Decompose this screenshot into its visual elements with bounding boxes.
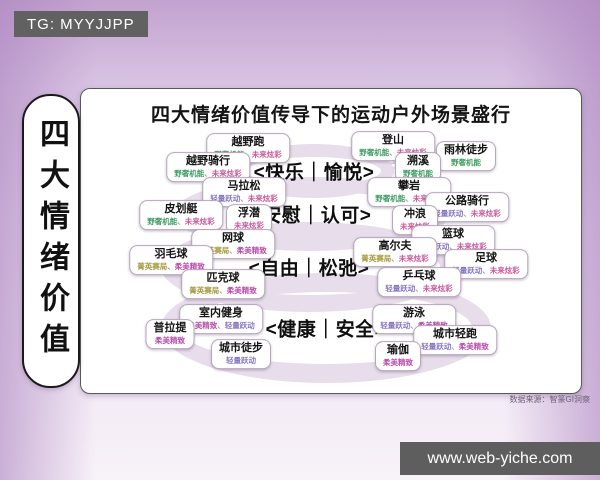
sport-node: 乒乓球轻量跃动、未来炫彩 (377, 267, 461, 297)
sport-name: 越野跑 (231, 136, 265, 149)
sport-name: 越野骑行 (186, 155, 230, 168)
ring-label: <自由｜松弛> (248, 258, 370, 280)
sport-tags: 轻量跃动、柔美精致 (421, 341, 489, 351)
telegram-badge-text: TG: MYYJJPP (27, 15, 135, 33)
vertical-title-pill: 四大情绪价值 (22, 94, 80, 388)
sport-tags: 野奢机能 (451, 157, 481, 167)
sport-name: 公路骑行 (445, 195, 489, 208)
sport-tags: 轻量跃动 (226, 355, 256, 365)
vertical-title-text: 四大情绪价值 (35, 118, 68, 364)
data-source-note: 数据来源：智篆GI洞察 (509, 395, 590, 404)
sport-tags: 菁英赛局、柔美精致 (189, 285, 257, 295)
telegram-badge: TG: MYYJJPP (14, 11, 148, 37)
sport-name: 游泳 (403, 307, 425, 320)
sport-tags: 菁英赛局、未来炫彩 (361, 253, 429, 263)
sport-tags: 柔美精致 (383, 357, 413, 367)
website-url-text: www.web-yiche.com (427, 449, 573, 467)
sport-node: 溯溪野奢机能 (395, 152, 441, 182)
sport-name: 高尔夫 (378, 240, 412, 253)
sport-name: 城市轻跑 (433, 328, 477, 341)
sport-name: 网球 (222, 232, 244, 245)
sport-name: 冲浪 (404, 208, 426, 221)
sport-node: 匹克球菁英赛局、柔美精致 (181, 269, 265, 299)
sport-name: 雨林徒步 (444, 144, 488, 157)
sport-name: 浮潜 (238, 207, 260, 220)
sport-tags: 菁英赛局、柔美精致 (199, 245, 267, 255)
sport-node: 雨林徒步野奢机能 (436, 141, 496, 171)
sport-name: 普拉提 (153, 322, 187, 335)
sport-tags: 柔美精致、轻量跃动 (187, 320, 255, 330)
sport-name: 城市徒步 (219, 342, 263, 355)
sport-tags: 菁英赛局、柔美精致 (137, 261, 205, 271)
sport-node: 皮划艇野奢机能、未来炫彩 (139, 200, 223, 230)
sport-name: 瑜伽 (387, 344, 409, 357)
sport-name: 足球 (475, 252, 497, 265)
sport-name: 篮球 (442, 228, 464, 241)
sport-tags: 未来炫彩 (234, 220, 264, 230)
sport-name: 溯溪 (407, 155, 429, 168)
sport-name: 室内健身 (199, 307, 243, 320)
sport-tags: 轻量跃动、未来炫彩 (385, 283, 453, 293)
sport-tags: 轻量跃动、未来炫彩 (433, 208, 501, 218)
sport-name: 皮划艇 (164, 203, 198, 216)
sport-node: 浮潜未来炫彩 (226, 204, 272, 234)
sport-name: 攀岩 (398, 180, 420, 193)
sport-node: 高尔夫菁英赛局、未来炫彩 (353, 237, 437, 267)
sport-tags: 轻量跃动、未来炫彩 (452, 265, 520, 275)
sport-tags: 野奢机能、未来炫彩 (174, 168, 242, 178)
sport-tags: 柔美精致 (155, 335, 185, 345)
sport-node: 马拉松轻量跃动、未来炫彩 (202, 177, 286, 207)
sport-name: 马拉松 (227, 180, 261, 193)
sport-tags: 野奢机能、未来炫彩 (147, 216, 215, 226)
sport-node: 公路骑行轻量跃动、未来炫彩 (425, 192, 509, 222)
sport-tags: 野奢机能 (403, 168, 433, 178)
sport-name: 羽毛球 (154, 248, 188, 261)
sport-node: 瑜伽柔美精致 (375, 341, 421, 371)
sport-name: 乒乓球 (402, 270, 436, 283)
ring-label: <安慰｜认可> (250, 205, 372, 227)
sport-node: 城市轻跑轻量跃动、柔美精致 (413, 325, 497, 355)
diagram-panel: 四大情绪价值传导下的运动户外场景盛行 <快乐｜愉悦> <安慰｜认可> <自由｜松弛>… (80, 88, 582, 394)
sport-node: 普拉提柔美精致 (145, 319, 195, 349)
sport-name: 登山 (382, 134, 404, 147)
ring-label: <健康｜安全> (265, 319, 387, 341)
sport-node: 越野骑行野奢机能、未来炫彩 (166, 152, 250, 182)
ring-label: <快乐｜愉悦> (253, 162, 375, 184)
diagram-title: 四大情绪价值传导下的运动户外场景盛行 (150, 105, 511, 126)
sport-name: 匹克球 (206, 272, 240, 285)
sport-node: 城市徒步轻量跃动 (211, 339, 271, 369)
website-watermark-bar: www.web-yiche.com (400, 442, 600, 475)
sport-tags: 轻量跃动、未来炫彩 (210, 193, 278, 203)
